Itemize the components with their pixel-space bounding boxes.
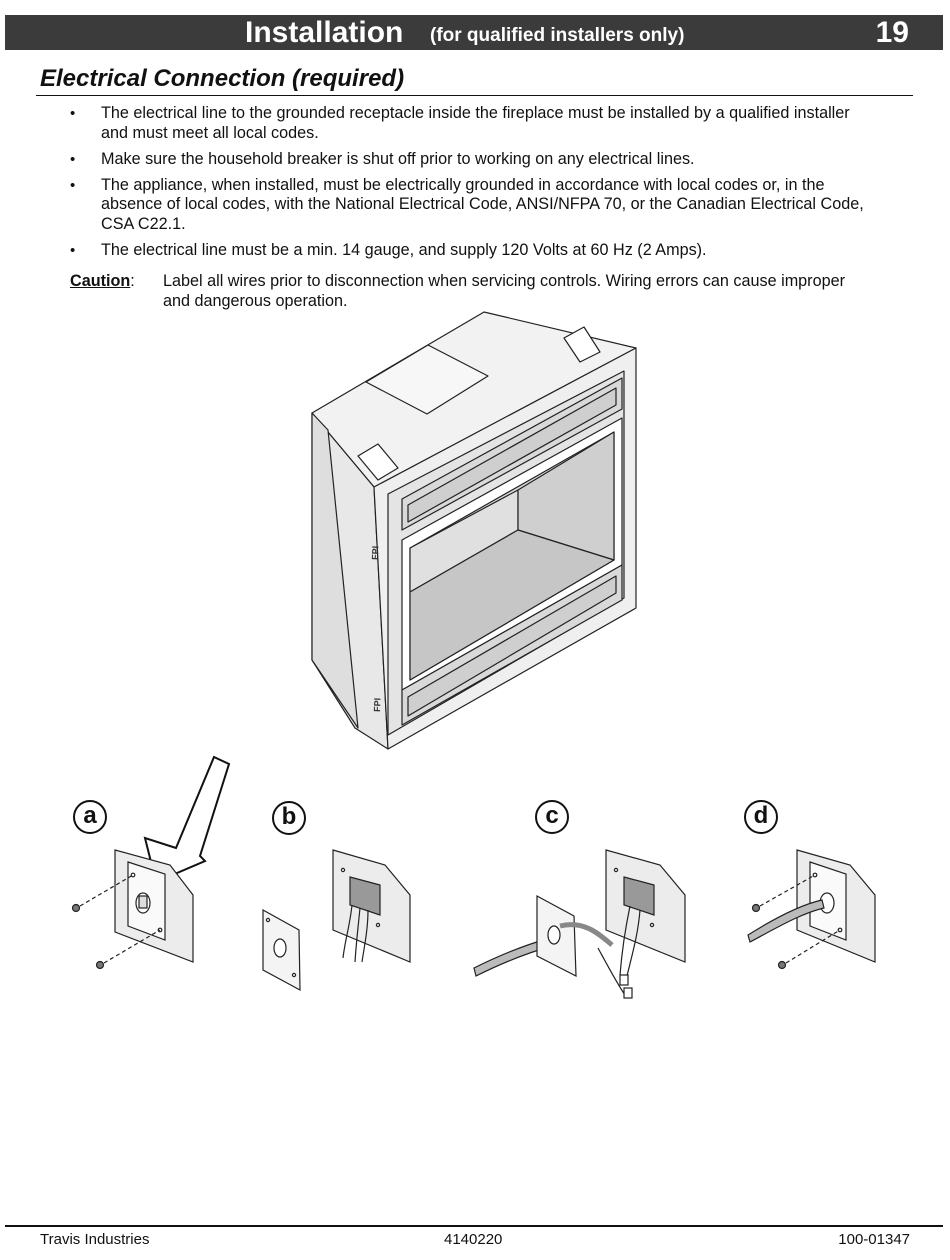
list-item: The electrical line to the grounded rece… (70, 104, 880, 143)
header-subtitle: (for qualified installers only) (430, 25, 685, 46)
step-b-drawing (262, 849, 411, 992)
page-header: Installation (for qualified installers o… (5, 15, 943, 50)
footer-company: Travis Industries (40, 1231, 150, 1248)
step-c-drawing (473, 849, 686, 999)
fpi-logo-bottom: FPI (372, 698, 382, 712)
section-divider (36, 95, 913, 96)
step-label-a: a (73, 800, 107, 834)
step-d-drawing (747, 849, 876, 970)
fireplace-illustration: FPI FPI (71, 311, 876, 999)
step-label-b: b (272, 801, 306, 835)
footer-part-number: 100-01347 (838, 1231, 910, 1248)
page-number: 19 (875, 16, 909, 49)
caution-text: Label all wires prior to disconnection w… (163, 272, 845, 310)
header-title: Installation (245, 16, 404, 49)
step-a-drawing (71, 849, 194, 970)
list-item: Make sure the household breaker is shut … (70, 150, 880, 170)
step-label-c: c (535, 800, 569, 834)
caution-label: Caution: (70, 272, 135, 290)
footer-doc-number: 4140220 (444, 1231, 503, 1248)
list-item: The appliance, when installed, must be e… (70, 176, 880, 235)
instruction-list: The electrical line to the grounded rece… (70, 104, 880, 267)
list-item: The electrical line must be a min. 14 ga… (70, 241, 880, 261)
fpi-logo-top: FPI (370, 546, 380, 560)
footer-divider (5, 1225, 943, 1227)
section-title: Electrical Connection (required) (40, 65, 405, 92)
step-label-d: d (744, 800, 778, 834)
arrow-icon (143, 755, 231, 884)
